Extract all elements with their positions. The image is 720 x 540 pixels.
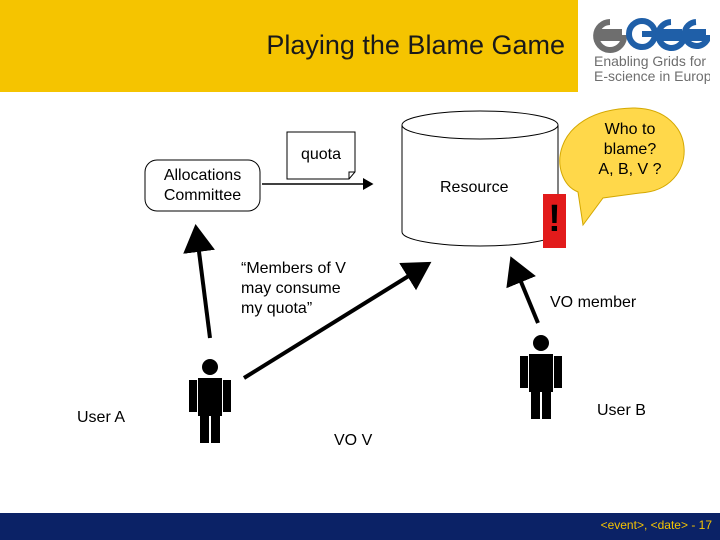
alert-mark: ! [548,198,561,240]
user-b-figure [520,335,562,419]
header-band [0,0,578,92]
logo-tagline-1: Enabling Grids for [594,53,706,69]
resource-label: Resource [440,179,509,196]
quota-label: quota [300,146,342,163]
user-b-to-resource-arrow [506,256,540,324]
footer-text: <event>, <date> - 17 [600,518,712,532]
egee-wordmark [593,18,710,53]
user-a-label: User A [77,409,126,426]
quota-note [286,131,356,180]
speech-bubble-text: Who to blame? A, B, V ? [598,121,662,178]
alert-box [543,194,566,248]
allocations-committee-box [144,159,261,212]
resource-cylinder [401,110,559,247]
vo-v-label: VO V [334,432,373,449]
allocations-committee-label: Allocations Committee [163,167,242,204]
user-b-label: User B [597,402,646,419]
footer-band [0,513,720,540]
slide-title: Playing the Blame Game [266,30,565,60]
logo-tagline-2: E-science in Europe [594,68,710,84]
user-a-to-committee-arrow [183,224,215,339]
vo-member-label: VO member [550,294,637,311]
user-a-to-resource-arrow [242,261,432,380]
members-statement: “Members of V may consume my quota” [241,260,346,317]
user-a-figure [189,359,231,443]
speech-bubble [559,107,685,227]
egee-logo: Enabling Grids for E-science in Europe [593,18,710,84]
